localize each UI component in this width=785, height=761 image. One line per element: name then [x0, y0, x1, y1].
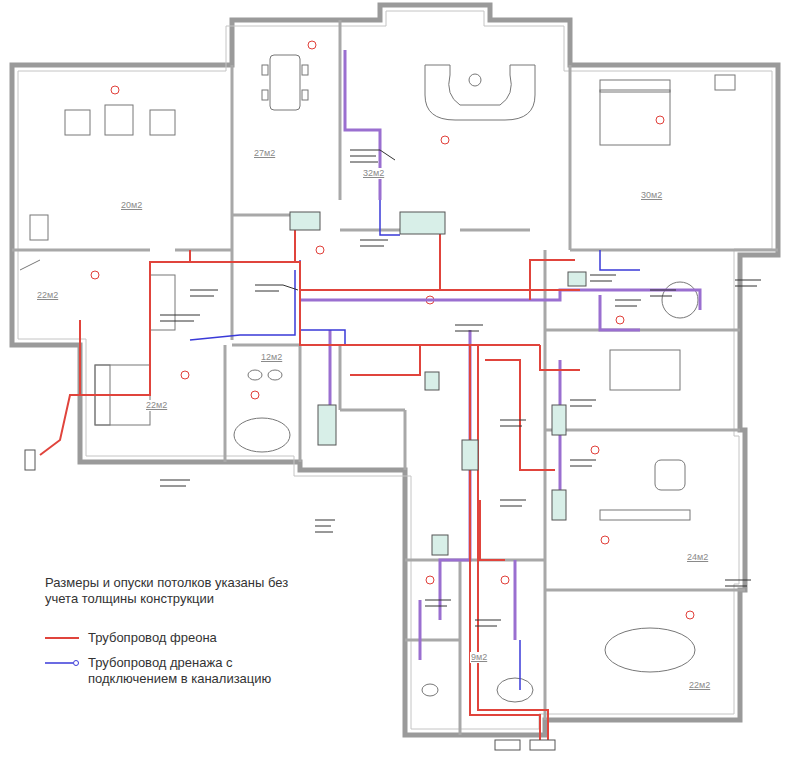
room-area: 24м2	[686, 552, 709, 563]
room-area: 9м2	[470, 652, 488, 663]
room-area: 27м2	[253, 148, 276, 159]
room-area: 22м2	[36, 290, 59, 301]
legend-line-sample	[44, 658, 80, 668]
room-area: 22м2	[145, 400, 168, 411]
interior-walls	[12, 20, 778, 735]
room-area: 32м2	[362, 168, 385, 179]
furniture	[20, 55, 735, 702]
outer-wall-inner	[18, 11, 772, 729]
legend-text: Трубопровод дренажа с подключением в кан…	[88, 655, 288, 686]
drain-pipes-blue	[190, 200, 640, 690]
equipment-tags	[160, 150, 761, 626]
indoor-units	[290, 212, 586, 555]
outdoor-units	[25, 450, 555, 750]
room-area: 22м2	[688, 680, 711, 691]
legend-line-sample	[44, 633, 80, 643]
outer-wall	[12, 5, 778, 735]
drain-pipes	[300, 50, 700, 660]
room-area: 12м2	[260, 352, 283, 363]
freon-pipes	[40, 215, 580, 740]
room-area: 20м2	[120, 200, 143, 211]
plan-note: Размеры и опуски потолков указаны без уч…	[45, 575, 295, 606]
room-markers	[91, 41, 694, 619]
room-area: 30м2	[640, 190, 663, 201]
legend-text: Трубопровод фреона	[88, 630, 338, 646]
